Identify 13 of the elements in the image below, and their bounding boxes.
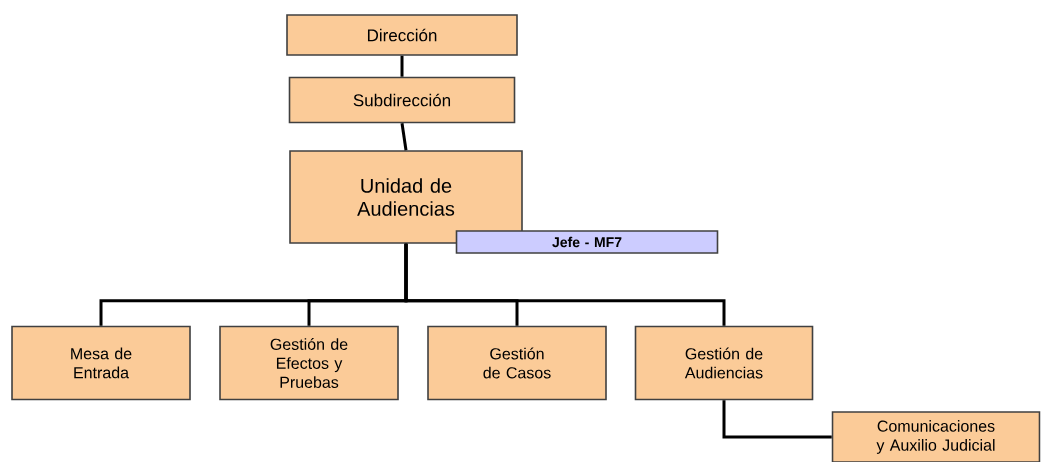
org-box: Gestión de Audiencias [634,325,814,401]
connector-line [404,243,726,326]
org-box: Gestión de Casos [427,325,607,401]
title-tag: Jefe - MF7 [455,230,719,254]
connector-line [722,400,832,439]
org-box: Unidad de Audiencias [289,150,523,244]
org-box: Comunicaciones y Auxilio Judicial [831,411,1041,462]
org-box: Gestión de Efectos y Pruebas [219,325,399,401]
org-box: Dirección [286,14,518,56]
connector-line [400,123,408,151]
org-box: Subdirección [288,76,516,124]
org-box: Mesa de Entrada [11,325,191,401]
connector-line [400,55,404,77]
